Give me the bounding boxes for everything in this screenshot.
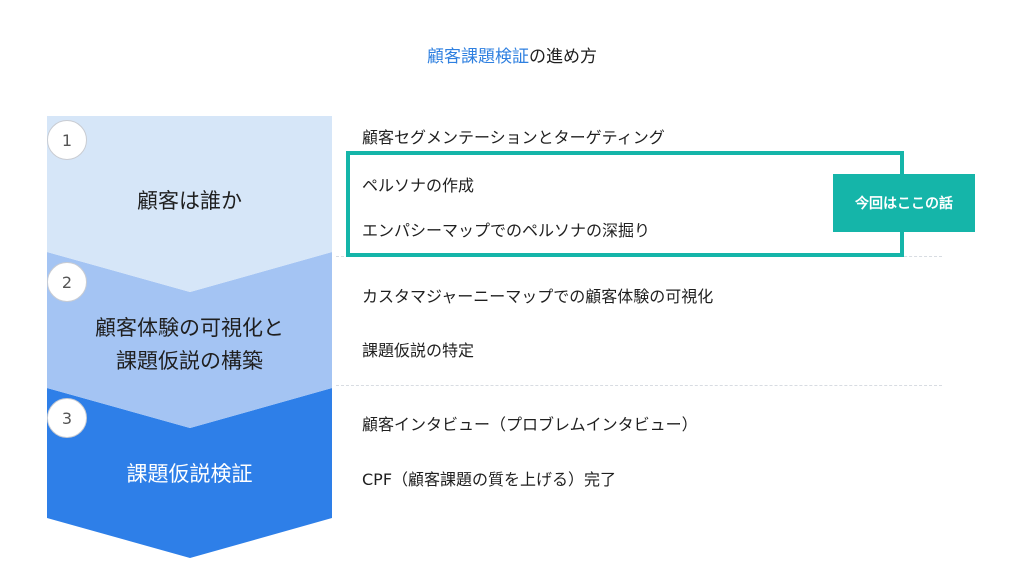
- stage-2-label-line: 顧客体験の可視化と: [95, 316, 284, 340]
- stage-1-label-line: 顧客は誰か: [137, 189, 242, 213]
- stage-3-chevron: [47, 388, 332, 558]
- stage-3-number: 3: [47, 398, 87, 438]
- item-cpf: CPF（顧客課題の質を上げる）完了: [362, 470, 617, 489]
- title-rest: の進め方: [529, 47, 597, 67]
- item-segmentation: 顧客セグメンテーションとターゲティング: [362, 128, 665, 147]
- focus-highlight-box: [346, 151, 904, 257]
- stage-1-number: 1: [47, 120, 87, 160]
- stage-1-chevron: [47, 116, 332, 292]
- stage-2-label-line: 課題仮説の構築: [116, 349, 263, 373]
- stage-3-label-line: 課題仮説検証: [126, 462, 253, 486]
- item-persona: ペルソナの作成: [362, 176, 475, 195]
- focus-badge: 今回はここの話: [833, 174, 975, 232]
- page-title: 顧客課題検証の進め方: [0, 42, 1024, 67]
- item-interview: 顧客インタビュー（プロブレムインタビュー）: [362, 415, 698, 434]
- item-empathy-map: エンパシーマップでのペルソナの深掘り: [362, 221, 651, 240]
- item-journey-map: カスタマジャーニーマップでの顧客体験の可視化: [362, 287, 714, 306]
- stage-1-label: 顧客は誰か: [47, 185, 332, 218]
- separator-stage-2-3: [336, 385, 942, 386]
- stage-2-chevron: [47, 252, 332, 428]
- stage-3-label: 課題仮説検証: [47, 458, 332, 491]
- stage-2-number: 2: [47, 262, 87, 302]
- stage-2-label: 顧客体験の可視化と 課題仮説の構築: [47, 312, 332, 378]
- title-highlight: 顧客課題検証: [427, 47, 529, 67]
- item-hypothesis: 課題仮説の特定: [362, 341, 475, 360]
